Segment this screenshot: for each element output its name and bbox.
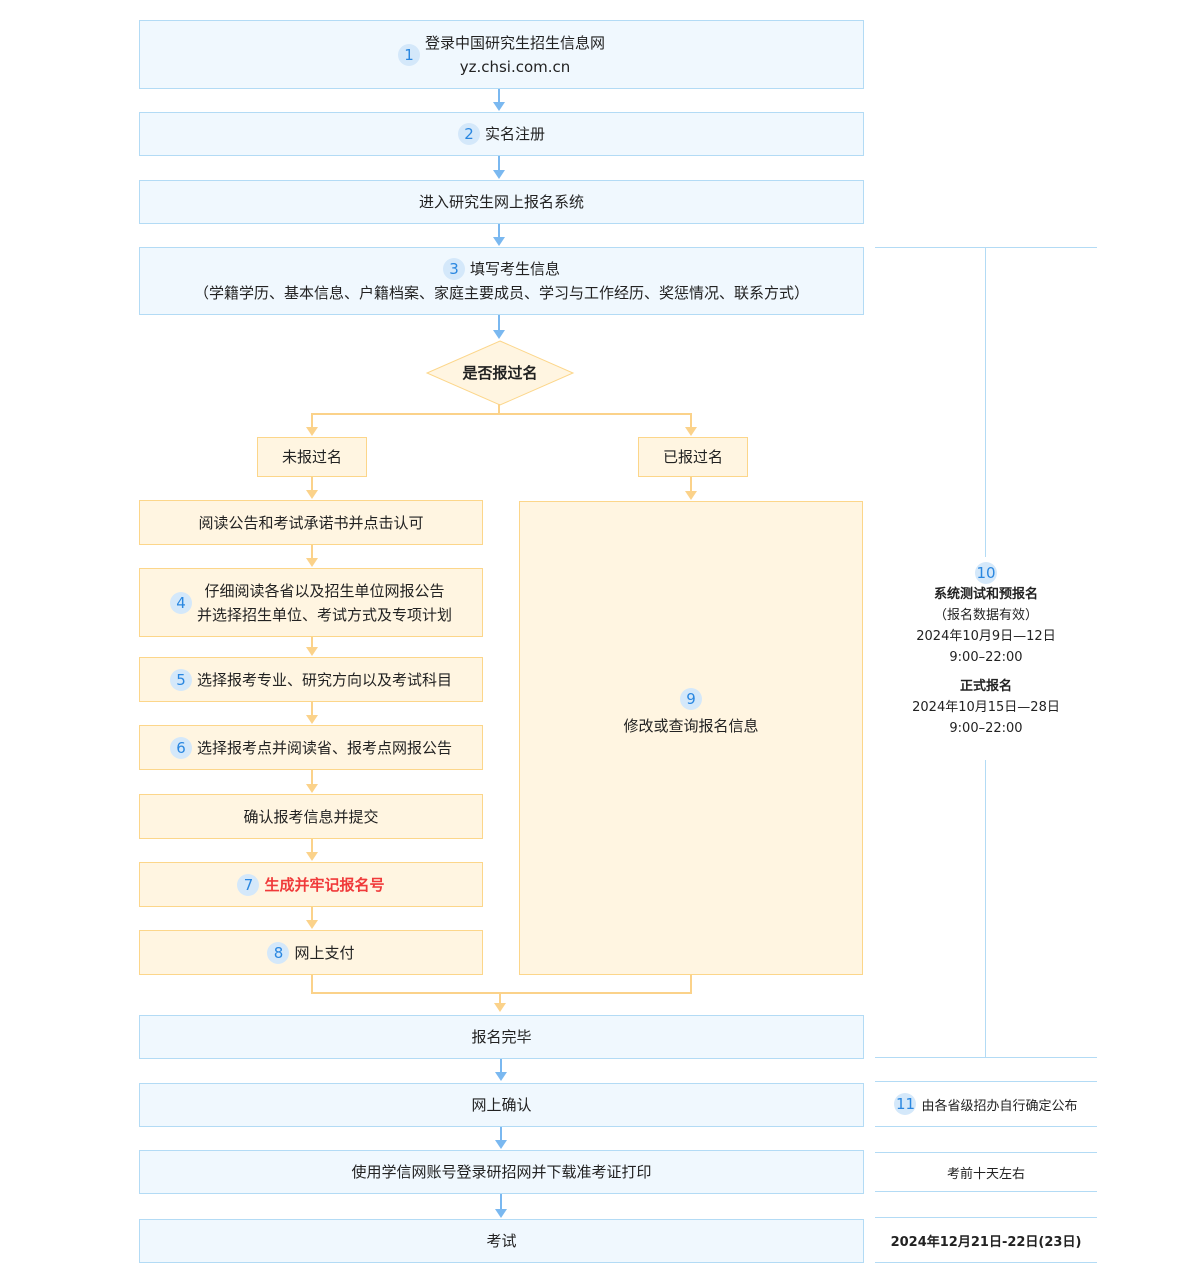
step-label: 网上支付: [294, 943, 355, 962]
confirm-submit: 确认报考信息并提交: [139, 794, 483, 839]
step-badge: 2: [457, 123, 480, 145]
step-badge: 8: [267, 941, 290, 964]
step-4-select-unit: 4 仔细阅读各省以及招生单位网报公告并选择招生单位、考试方式及专项计划: [139, 568, 483, 637]
already-registered: 已报过名: [638, 437, 748, 477]
enter-system: 进入研究生网上报名系统: [139, 180, 864, 224]
arrow-down-icon: [493, 237, 505, 246]
step-badge: 9: [680, 688, 702, 710]
step-label: 选择报考专业、研究方向以及考试科目: [196, 670, 452, 689]
step-label: 填写考生信息: [469, 260, 560, 278]
arrow-down-icon: [493, 102, 505, 111]
registration-complete: 报名完毕: [139, 1015, 864, 1059]
period-note: （报名数据有效）: [933, 608, 1038, 623]
arrow-down-icon: [493, 330, 505, 339]
decision-diamond: [425, 340, 575, 406]
step-badge: 6: [169, 736, 192, 759]
step-badge: 11: [894, 1093, 917, 1115]
step-badge: 5: [169, 668, 192, 691]
exam-time: 2024年12月21日-22日(23日): [890, 1234, 1082, 1250]
step-badge: 7: [237, 873, 260, 896]
step-label: 修改或查询报名信息: [623, 717, 759, 735]
step-label: 实名注册: [484, 125, 545, 143]
period-title: 正式报名: [959, 679, 1012, 694]
step-badge: 3: [442, 258, 465, 280]
period-time: 9:00–22:00: [949, 721, 1023, 736]
not-registered: 未报过名: [257, 437, 367, 477]
period-date: 2024年10月15日—28日: [912, 700, 1060, 715]
exam: 考试: [139, 1219, 864, 1263]
online-confirmation: 网上确认: [139, 1083, 864, 1127]
period-date: 2024年10月9日—12日: [916, 629, 1056, 644]
period-time: 9:00–22:00: [949, 650, 1023, 665]
print-time: 考前十天左右: [946, 1166, 1025, 1182]
step-label: 进入研究生网上报名系统: [418, 193, 584, 211]
decision-label: 是否报过名: [462, 364, 538, 382]
period-title: 系统测试和预报名: [933, 587, 1038, 602]
step-10-registration-period: 10 系统测试和预报名 （报名数据有效） 2024年10月9日—12日 9:00…: [875, 562, 1097, 739]
step-badge: 10: [975, 562, 997, 584]
step-label: 登录中国研究生招生信息网: [424, 33, 605, 52]
step-badge: 1: [397, 43, 420, 66]
read-notice: 阅读公告和考试承诺书并点击认可: [139, 500, 483, 545]
step-label: 选择报考点并阅读省、报考点网报公告: [196, 738, 452, 757]
step-label: 仔细阅读各省以及招生单位网报公告: [204, 581, 445, 600]
step-detail: （学籍学历、基本信息、户籍档案、家庭主要成员、学习与工作经历、奖惩情况、联系方式…: [193, 284, 809, 302]
print-admission-ticket: 使用学信网账号登录研招网并下载准考证打印: [139, 1150, 864, 1194]
step-label: 由各省级招办自行确定公布: [921, 1098, 1078, 1114]
step-badge: 4: [169, 591, 192, 614]
step-9-modify-query: 9 修改或查询报名信息: [519, 501, 863, 975]
step-label: 生成并牢记报名号: [264, 875, 385, 894]
site-url: yz.chsi.com.cn: [459, 57, 571, 76]
arrow-down-icon: [493, 170, 505, 179]
step-label: 并选择招生单位、考试方式及专项计划: [196, 605, 452, 624]
